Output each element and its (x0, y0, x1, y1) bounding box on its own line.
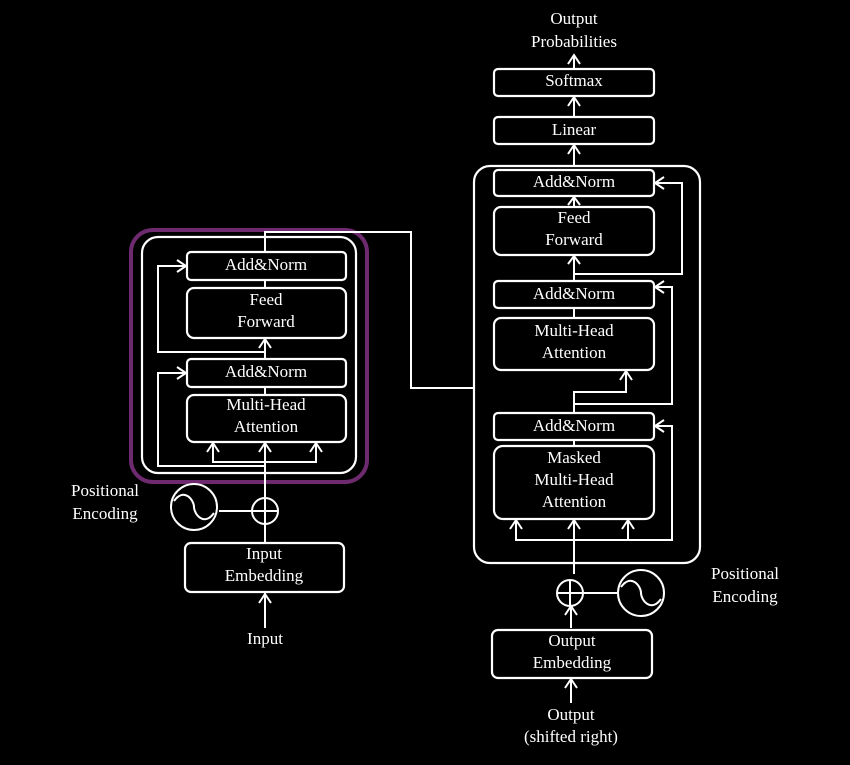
decoder-positional-label-2: Encoding (712, 587, 778, 606)
decoder-masked-label-2: Multi-Head (534, 470, 614, 489)
decoder-cross-attention-label-2: Attention (542, 343, 607, 362)
decoder-linear-label: Linear (552, 120, 597, 139)
encoder-attention-label-1: Multi-Head (226, 395, 306, 414)
encoder-input-embedding: Input Embedding (183, 541, 346, 594)
sine-wave-icon (170, 483, 218, 531)
decoder-positional-label-1: Positional (711, 564, 779, 583)
decoder-softmax-label: Softmax (545, 71, 603, 90)
encoder-add-norm-bottom-label: Add&Norm (225, 362, 307, 381)
decoder-connections (509, 176, 683, 628)
encoder-embedding-label-2: Embedding (225, 566, 304, 585)
encoder-input-label: Input (247, 629, 283, 648)
encoder-feed-forward-label-1: Feed (249, 290, 283, 309)
encoder-positional-label-2: Encoding (72, 504, 138, 523)
decoder-output-label-2: Probabilities (531, 32, 617, 51)
encoder-add-norm-top: Add&Norm (185, 250, 348, 282)
decoder-multi-head-attention: Multi-Head Attention (492, 316, 656, 372)
decoder-add-norm-middle-label: Add&Norm (533, 284, 615, 303)
decoder-add-norm-bottom-label: Add&Norm (533, 416, 615, 435)
encoder-add-circle (251, 497, 279, 525)
decoder-add-norm-middle: Add&Norm (492, 279, 656, 310)
decoder-feed-forward: Feed Forward (492, 205, 656, 257)
encoder-positional-encoding-icon (170, 483, 218, 531)
decoder-embedding-label-1: Output (548, 631, 596, 650)
decoder-masked-multi-head-attention: Masked Multi-Head Attention (492, 444, 656, 521)
encoder-add-norm-bottom: Add&Norm (185, 357, 348, 389)
decoder-softmax: Softmax (492, 67, 656, 98)
encoder-feed-forward-label-2: Forward (237, 312, 295, 331)
encoder-highlight-frame (129, 228, 369, 484)
encoder-feed-forward: Feed Forward (185, 286, 348, 340)
decoder-masked-label-1: Masked (547, 448, 601, 467)
decoder-output-label-1: Output (550, 9, 598, 28)
decoder-positional-encoding-icon (617, 569, 665, 617)
decoder-input-label-1: Output (547, 705, 595, 724)
decoder-cross-attention-label-1: Multi-Head (534, 321, 614, 340)
decoder-linear: Linear (492, 115, 656, 146)
decoder-add-norm-bottom: Add&Norm (492, 411, 656, 442)
encoder-positional-label-1: Positional (71, 481, 139, 500)
decoder-embedding-label-2: Embedding (533, 653, 612, 672)
decoder-feed-forward-label-2: Forward (545, 230, 603, 249)
decoder-input-label-2: (shifted right) (524, 727, 618, 746)
encoder-attention-label-2: Attention (234, 417, 299, 436)
sine-wave-icon (617, 569, 665, 617)
decoder-add-norm-top: Add&Norm (492, 168, 656, 198)
encoder-embedding-label-1: Input (246, 544, 282, 563)
decoder-feed-forward-label-1: Feed (557, 208, 591, 227)
encoder-add-norm-top-label: Add&Norm (225, 255, 307, 274)
decoder-output-embedding: Output Embedding (490, 628, 654, 680)
decoder-add-circle (556, 579, 584, 607)
decoder-add-norm-top-label: Add&Norm (533, 172, 615, 191)
encoder-multi-head-attention: Multi-Head Attention (185, 393, 348, 444)
decoder-masked-label-3: Attention (542, 492, 607, 511)
